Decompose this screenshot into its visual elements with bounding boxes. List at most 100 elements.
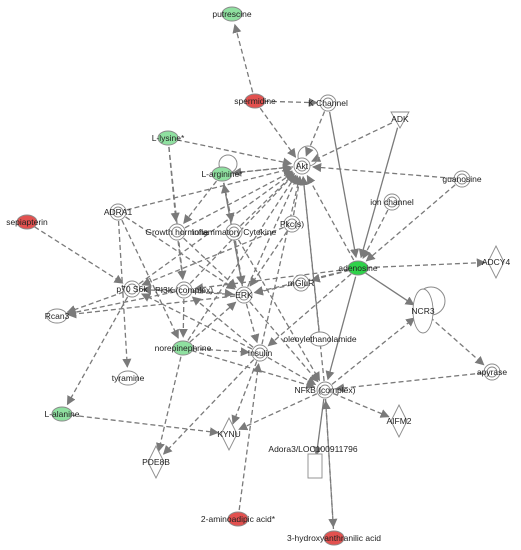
node-lalanine[interactable]: L-alanine [45,406,80,422]
node-label-mglur: mGluR [288,278,314,288]
node-label-hydroxyanthranilic: 3-hydroxyanthranilic acid [287,533,381,543]
edge-layer [34,23,486,530]
edge-insulin-to-kynu [231,361,258,425]
node-adenosine[interactable]: adenosine [338,260,378,276]
node-oleoylethanolamide[interactable]: oleoylethanolamide [283,331,357,347]
node-ionchannel[interactable]: ion channel [370,193,414,211]
node-shape-norepinephrine [172,340,194,356]
edge-larginine-to-inflammatorycytokine [223,182,235,223]
node-putrescine[interactable]: putrescine [212,6,252,22]
node-adora3[interactable]: Adora3/LOC100911796 [268,444,358,479]
node-kchannel[interactable]: K Channel [308,94,348,112]
edge-norepinephrine-to-insulin [191,347,250,357]
edge-pi3k-to-rcan3 [66,291,176,317]
edge-adenosine-to-akt [306,174,355,261]
node-shape-akt [296,160,308,172]
edge-kchannel-to-akt [305,111,326,157]
edge-growthhormone-to-pi3k [177,240,187,280]
edge-adra1-to-norepinephrine [121,219,179,339]
node-shape-pkcs [286,218,298,230]
node-akt[interactable]: Akt [293,157,311,175]
node-shape-mglur [295,277,307,289]
node-adk[interactable]: ADK [390,111,410,129]
node-aminoadipic[interactable]: 2-aminoadipic acid* [201,511,276,527]
node-label-kynu: KYNU [217,429,241,439]
node-tyramine[interactable]: tyramine [112,370,145,386]
node-shape-rcan3 [46,308,68,324]
edge-adenosine-to-adcy4 [366,258,486,269]
node-label-ncr3: NCR3 [411,306,434,316]
node-aifm2[interactable]: AIFM2 [386,403,412,439]
node-label-norepinephrine: norepinephrine [155,343,212,353]
node-shape-spermidine [244,93,266,109]
node-shape-ncr3 [412,288,434,334]
edge-llysine-to-akt [176,139,293,167]
node-label-adra1: ADRA1 [104,207,133,217]
node-mglur[interactable]: mGluR [288,274,314,292]
edge-adenosine-to-insulin [267,273,352,347]
node-rcan3[interactable]: Rcan3 [45,308,70,324]
edge-inflammatorycytokine-to-akt [240,173,295,227]
node-shape-aifm2 [390,403,408,439]
edge-p70s6k-to-lalanine [66,296,129,406]
edge-ionchannel-to-adenosine [362,209,389,260]
edge-nfkb-to-aifm2 [333,392,390,418]
edge-hydroxyanthranilic-to-nfkb [321,400,335,530]
node-shape-insulin [254,347,266,359]
node-shape-kchannel [322,97,334,109]
node-pde8b[interactable]: PDE8B [142,444,170,480]
node-nfkb[interactable]: NFkB (complex) [295,381,356,399]
node-label-oleoylethanolamide: oleoylethanolamide [283,334,357,344]
edge-nfkb-to-ncr3 [331,317,416,385]
edge-guanosine-to-adenosine [365,184,456,262]
node-erk[interactable]: ERK [235,286,253,304]
edge-erk-to-akt [247,175,299,288]
node-spermidine[interactable]: spermidine [234,93,276,109]
node-larginine[interactable]: L-arginine* [201,166,243,182]
edge-p70s6k-to-rcan3 [66,291,124,314]
node-adcy4[interactable]: ADCY4 [482,244,511,280]
node-label-p70s6k: p70 S6k [116,284,148,294]
node-shape-apyrase [486,366,498,378]
edge-norepinephrine-to-erk [189,301,237,343]
node-pkcs[interactable]: Pkc(s) [280,215,304,233]
node-shape-ionchannel [386,196,398,208]
node-label-aifm2: AIFM2 [386,416,411,426]
edge-growthhormone-to-akt [184,170,294,229]
edge-spermidine-to-kchannel [263,97,318,108]
node-label-growthhormone: Growth hormone [145,227,209,237]
node-p70s6k[interactable]: p70 S6k [116,280,148,298]
node-kynu[interactable]: KYNU [217,416,241,452]
node-apyrase[interactable]: apyrase [477,363,508,381]
node-label-spermidine: spermidine [234,96,276,106]
edge-pkcs-to-p70s6k [141,226,284,286]
edge-erk-to-nfkb [249,301,319,383]
node-guanosine[interactable]: guanosine [442,170,482,188]
node-ncr3[interactable]: NCR3 [411,288,435,334]
node-adra1[interactable]: ADRA1 [104,203,133,221]
edge-erk-to-p70s6k [142,285,236,296]
node-norepinephrine[interactable]: norepinephrine [155,340,212,356]
node-llysine[interactable]: L-lysine* [152,130,185,146]
node-hydroxyanthranilic[interactable]: 3-hydroxyanthranilic acid [287,530,381,546]
node-inflammatorycytokine[interactable]: Inflammatory Cytokine [192,223,277,241]
node-growthhormone[interactable]: Growth hormone [145,223,209,241]
node-label-aminoadipic: 2-aminoadipic acid* [201,514,276,524]
node-shape-hydroxyanthranilic [323,530,345,546]
node-label-pi3k: PI3K (complex) [155,285,213,295]
node-shape-larginine [211,166,233,182]
node-shape-inflammatorycytokine [228,226,240,238]
node-pi3k[interactable]: PI3K (complex) [155,281,213,299]
node-label-kchannel: K Channel [308,98,348,108]
node-shape-p70s6k [126,283,138,295]
edge-guanosine-to-akt [312,163,454,179]
edge-mglur-to-erk [253,284,293,296]
node-sepiapterin[interactable]: sepiapterin [6,214,48,230]
node-shape-putrescine [221,6,243,22]
node-shape-adora3 [307,453,323,479]
node-insulin[interactable]: Insulin [248,344,273,362]
node-label-llysine: L-lysine* [152,133,185,143]
edge-llysine-to-pi3k [168,146,187,280]
edge-insulin-to-nfkb [267,356,317,386]
